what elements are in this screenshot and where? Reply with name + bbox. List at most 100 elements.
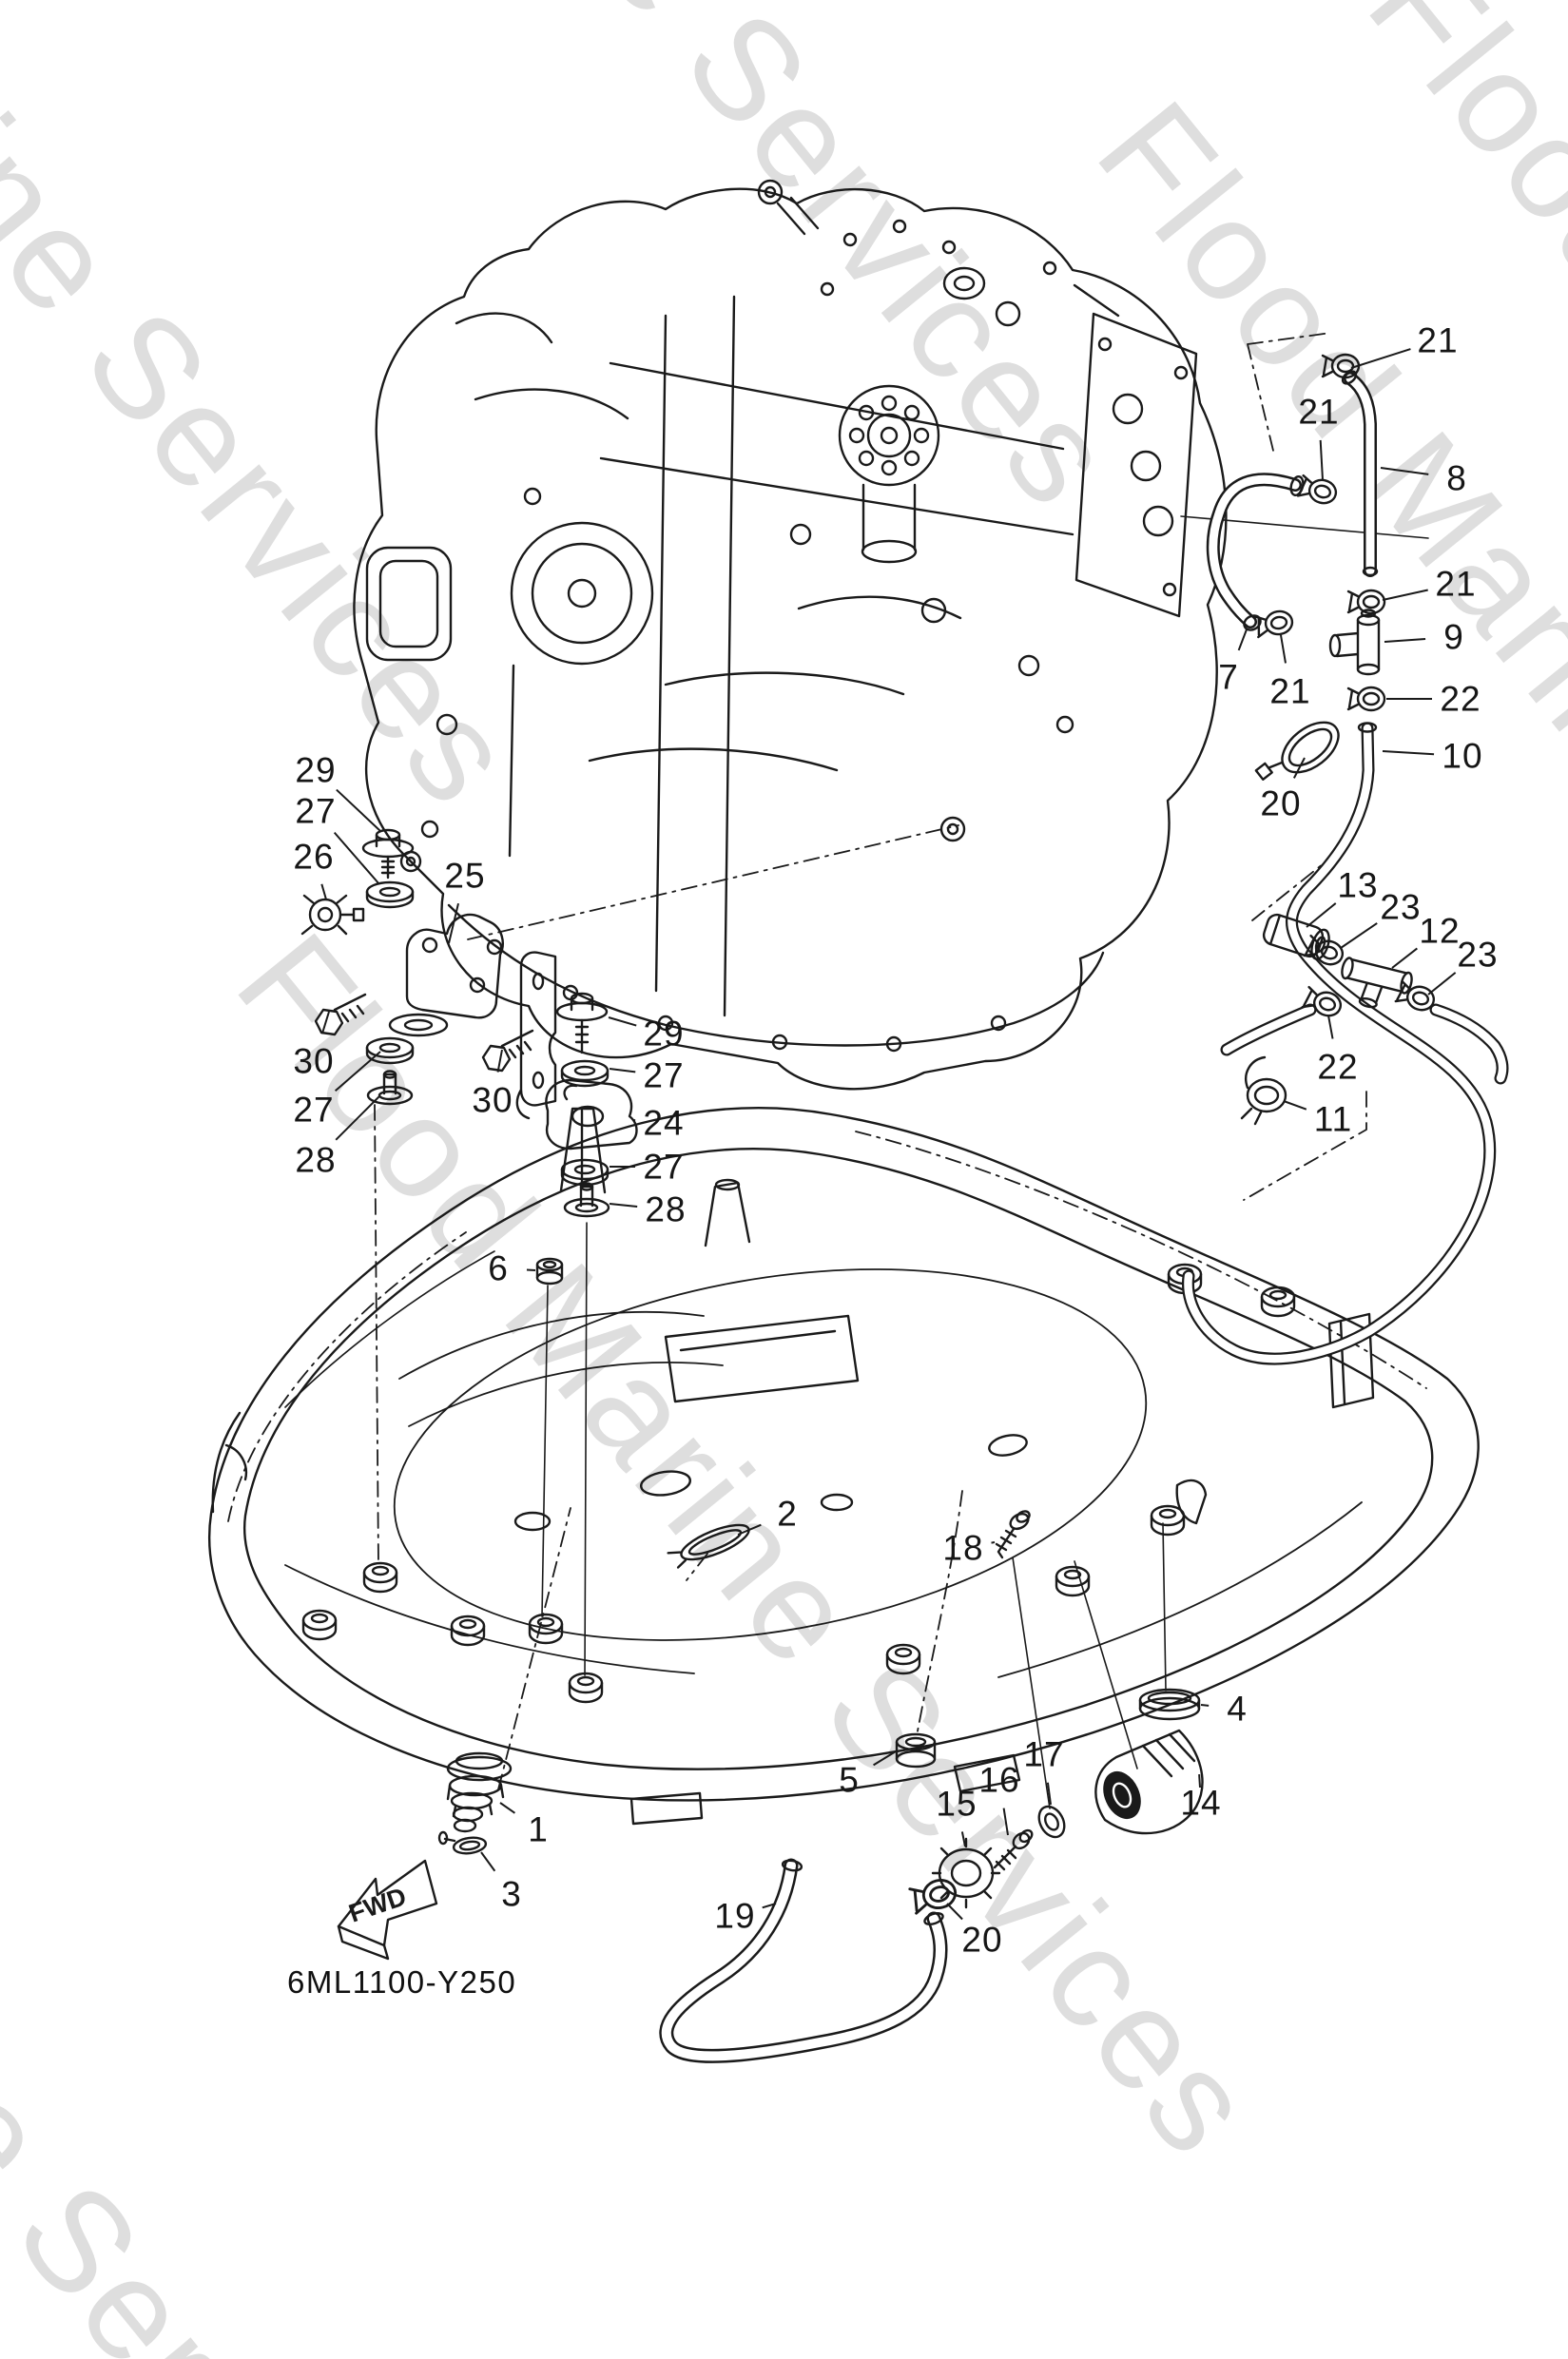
callout-12: 12 bbox=[1419, 911, 1461, 951]
callout-5: 5 bbox=[839, 1760, 860, 1800]
leader-line-8 bbox=[1380, 467, 1429, 475]
leader-line-14 bbox=[1198, 1773, 1201, 1789]
leader-line-28 bbox=[609, 1203, 638, 1208]
leader-line-21 bbox=[1350, 348, 1411, 369]
leader-line-20 bbox=[1292, 757, 1306, 779]
bolt-30-left bbox=[314, 993, 367, 1036]
leader-line-27 bbox=[333, 831, 380, 885]
leader-line-21 bbox=[1280, 634, 1287, 664]
callout-26: 26 bbox=[293, 837, 335, 877]
leader-line-30 bbox=[496, 1049, 503, 1073]
callout-4: 4 bbox=[1227, 1689, 1248, 1729]
bolt-29-left bbox=[361, 828, 415, 880]
seal-20 bbox=[1254, 721, 1340, 781]
callout-21: 21 bbox=[1298, 392, 1340, 432]
callout-6: 6 bbox=[488, 1248, 509, 1288]
callout-29: 29 bbox=[295, 750, 337, 790]
callout-7: 7 bbox=[1218, 657, 1239, 697]
bolt-29-center bbox=[555, 992, 609, 1054]
callout-22: 22 bbox=[1317, 1047, 1359, 1087]
callout-24: 24 bbox=[643, 1103, 685, 1143]
plug-1 bbox=[446, 1751, 513, 1833]
bolt-16 bbox=[993, 1828, 1034, 1871]
callout-3: 3 bbox=[501, 1874, 522, 1914]
callout-20: 20 bbox=[961, 1920, 1003, 1960]
leader-line-10 bbox=[1382, 750, 1435, 756]
muffler-13 bbox=[1262, 913, 1330, 960]
leader-line-23 bbox=[1340, 922, 1378, 949]
callout-13: 13 bbox=[1337, 865, 1379, 905]
grommet-5 bbox=[895, 1732, 937, 1769]
callout-21: 21 bbox=[1269, 671, 1311, 711]
part-code: 6ML1100-Y250 bbox=[287, 1964, 517, 2000]
callout-17: 17 bbox=[1023, 1734, 1065, 1774]
callout-22: 22 bbox=[1440, 679, 1481, 719]
callout-28: 28 bbox=[645, 1189, 687, 1229]
leader-line-17 bbox=[1046, 1782, 1052, 1806]
leader-line-19 bbox=[762, 1903, 777, 1909]
callout-1: 1 bbox=[528, 1809, 549, 1849]
leader-line-9 bbox=[1384, 638, 1426, 643]
reference-lines bbox=[227, 332, 1427, 1790]
leader-line-13 bbox=[1306, 902, 1337, 928]
callout-25: 25 bbox=[444, 856, 486, 896]
cap-15 bbox=[931, 1837, 1001, 1909]
clamp-3 bbox=[437, 1830, 488, 1855]
bracket-25 bbox=[388, 913, 504, 1037]
callout-14: 14 bbox=[1180, 1783, 1222, 1823]
clamp-11 bbox=[1240, 1055, 1287, 1126]
t-fitting-9 bbox=[1328, 609, 1381, 676]
clamp-2 bbox=[667, 1523, 750, 1569]
leader-line-4 bbox=[1200, 1704, 1210, 1707]
callout-28: 28 bbox=[295, 1140, 337, 1180]
leader-line-21 bbox=[1319, 439, 1324, 481]
leader-line-1 bbox=[499, 1802, 515, 1814]
callout-10: 10 bbox=[1442, 736, 1483, 776]
callout-15: 15 bbox=[936, 1784, 978, 1824]
leader-line-25 bbox=[448, 902, 459, 944]
leader-line-27 bbox=[334, 1051, 381, 1092]
leader-line-15 bbox=[960, 1831, 966, 1847]
leader-line-5 bbox=[873, 1750, 897, 1767]
callout-27: 27 bbox=[295, 791, 337, 831]
leader-line-16 bbox=[1002, 1808, 1009, 1836]
plug-4 bbox=[1138, 1688, 1201, 1721]
leader-line-18 bbox=[991, 1541, 996, 1544]
spout-14 bbox=[1094, 1729, 1204, 1835]
leader-line-11 bbox=[1283, 1100, 1307, 1111]
bracket-strap bbox=[515, 951, 557, 1120]
leader-line-29 bbox=[608, 1016, 637, 1027]
callout-8: 8 bbox=[1446, 458, 1467, 498]
screw-18 bbox=[995, 1510, 1031, 1559]
leader-line-2 bbox=[737, 1523, 762, 1536]
leader-line-29 bbox=[336, 788, 381, 832]
hose-stubs-12 bbox=[1220, 1003, 1509, 1085]
leader-line-22 bbox=[1327, 1015, 1334, 1039]
callout-23: 23 bbox=[1380, 887, 1422, 927]
leader-line-20 bbox=[946, 1903, 963, 1921]
leader-line-7 bbox=[1237, 628, 1248, 651]
callout-27: 27 bbox=[643, 1055, 685, 1095]
callout-2: 2 bbox=[777, 1494, 798, 1534]
callout-27: 27 bbox=[643, 1147, 685, 1187]
callout-16: 16 bbox=[978, 1760, 1020, 1800]
hose-10 bbox=[1182, 722, 1497, 1365]
callout-19: 19 bbox=[714, 1896, 756, 1936]
hose-19 bbox=[659, 1858, 948, 2063]
plate-24 bbox=[545, 1078, 638, 1150]
leader-line-27 bbox=[609, 1068, 636, 1073]
callout-21: 21 bbox=[1417, 320, 1459, 360]
callout-30: 30 bbox=[472, 1080, 513, 1120]
callout-18: 18 bbox=[942, 1528, 984, 1568]
bolt-30-center bbox=[481, 1029, 534, 1073]
leader-line-28 bbox=[335, 1094, 381, 1141]
callout-27: 27 bbox=[293, 1090, 335, 1130]
leader-line-12 bbox=[1391, 947, 1418, 969]
washer-17 bbox=[1037, 1805, 1066, 1839]
callout-11: 11 bbox=[1313, 1099, 1353, 1139]
leader-lines bbox=[320, 348, 1457, 1921]
callout-9: 9 bbox=[1443, 617, 1464, 657]
callout-21: 21 bbox=[1435, 564, 1477, 604]
